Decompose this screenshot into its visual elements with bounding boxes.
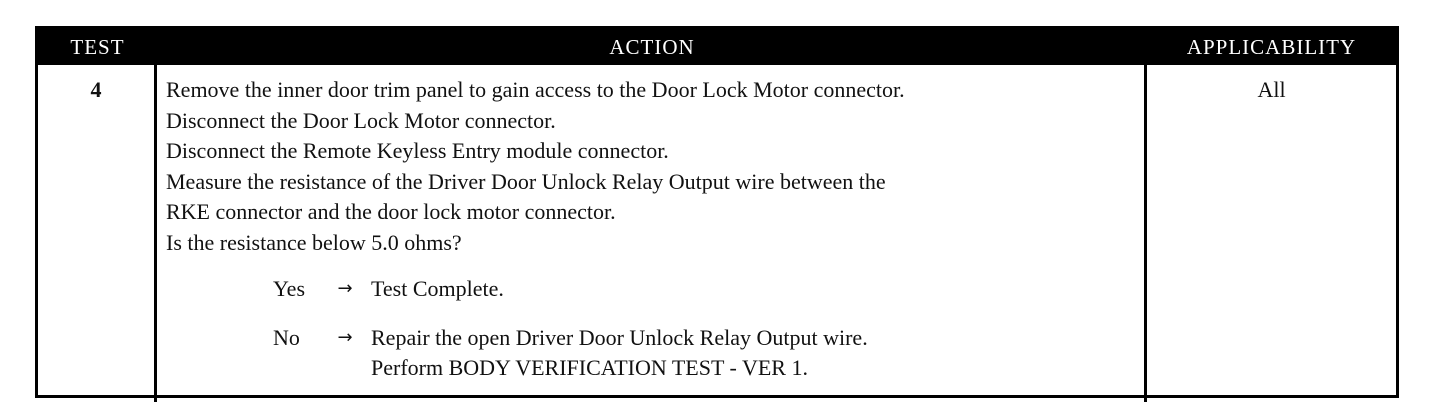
outcome-no: No → Repair the open Driver Door Unlock … xyxy=(273,323,1138,384)
test-number: 4 xyxy=(38,65,157,402)
header-test: TEST xyxy=(38,29,157,65)
outcome-text: Repair the open Driver Door Unlock Relay… xyxy=(371,323,1138,384)
action-cell: Remove the inner door trim panel to gain… xyxy=(157,65,1147,402)
outcome-line: Test Complete. xyxy=(371,276,504,301)
arrow-right-icon: → xyxy=(337,326,353,348)
action-step: RKE connector and the door lock motor co… xyxy=(166,199,616,224)
applicability-value: All xyxy=(1257,77,1286,102)
outcome-line: Repair the open Driver Door Unlock Relay… xyxy=(371,324,868,350)
action-step: Remove the inner door trim panel to gain… xyxy=(166,77,905,102)
action-step: Disconnect the Remote Keyless Entry modu… xyxy=(166,138,669,163)
header-applicability: APPLICABILITY xyxy=(1147,29,1396,65)
outcome-list: Yes → Test Complete. No → Repair the ope… xyxy=(166,274,1138,384)
outcome-answer: No xyxy=(273,324,300,350)
arrow-right-icon: → xyxy=(337,278,353,299)
outcome-yes: Yes → Test Complete. xyxy=(273,274,1138,305)
action-question: Is the resistance below 5.0 ohms? xyxy=(166,229,462,255)
diagnostic-procedure-table: TEST ACTION APPLICABILITY 4 Remove the i… xyxy=(35,26,1399,402)
outcome-line: Perform BODY VERIFICATION TEST - VER 1. xyxy=(371,355,808,380)
header-action: ACTION xyxy=(157,29,1147,65)
action-step: Measure the resistance of the Driver Doo… xyxy=(166,168,886,194)
action-step: Disconnect the Door Lock Motor connector… xyxy=(166,107,556,133)
outcome-answer: Yes xyxy=(273,276,306,301)
outcome-text: Test Complete. xyxy=(371,274,1138,305)
